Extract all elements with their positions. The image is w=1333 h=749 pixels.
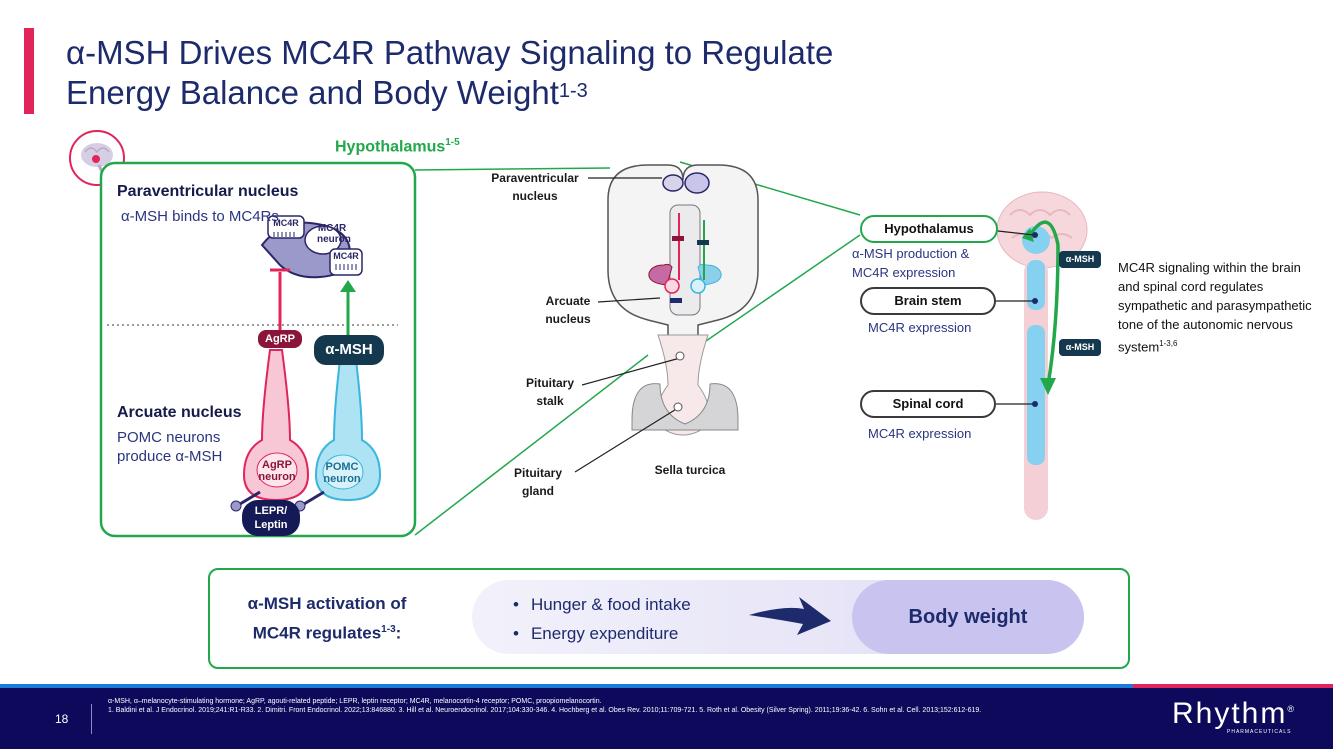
gland-callout-label: Pituitary gland — [513, 466, 562, 498]
mc4r-receptor-label-1: MC4R — [273, 218, 299, 228]
hypothalamus-pill: Hypothalamus — [860, 215, 998, 243]
agrp-tag — [258, 330, 302, 348]
amsh-tag — [314, 335, 384, 365]
descending-arrowhead — [1040, 378, 1056, 395]
spinal-cord-pill: Spinal cord — [860, 390, 996, 418]
arcuate-heading: Arcuate nucleus — [117, 404, 242, 421]
lepr-tag — [242, 500, 300, 536]
effect-item: Hunger & food intake — [513, 590, 691, 619]
stalk-marker — [675, 351, 685, 361]
zoom-line-right-bottom — [689, 234, 861, 353]
abbreviations: α-MSH, α–melanocyte-stimulating hormone;… — [108, 698, 602, 705]
mc4r-neuron-graphic — [260, 215, 363, 279]
hypothalamus-dot — [1032, 232, 1038, 238]
footer — [0, 688, 1333, 749]
zoom-line-top — [414, 167, 611, 171]
pvn-description: α-MSH binds to MC4Rs — [121, 208, 279, 225]
amsh-right-label-1: α-MSH — [1065, 254, 1095, 264]
brainstem-dot — [1032, 298, 1038, 304]
stalk-callout-label: Pituitary stalk — [525, 376, 574, 408]
hypothalamus-title: Hypothalamus1-5 — [335, 137, 460, 156]
spinal-cord-subtext: MC4R expression — [868, 426, 972, 441]
lepr-label: LEPR/ Leptin — [254, 505, 288, 531]
footer-references: α-MSH, α–melanocyte-stimulating hormone;… — [108, 697, 1118, 715]
activation-heading: α-MSH activation of MC4R regulates1-3: — [247, 594, 407, 643]
arrow-icon — [749, 597, 831, 635]
hypothalamus-cross-section — [607, 164, 759, 436]
title-superscript: 1-3 — [558, 80, 588, 102]
pomc-neuron-label: POMC neuron — [323, 461, 361, 485]
brainstem-pill: Brain stem — [860, 287, 996, 315]
hypothalamus-subtext: α-MSH production & MC4R expression — [852, 246, 970, 280]
agrp-label: AgRP — [265, 333, 295, 345]
amsh-tag-right-1 — [1059, 251, 1101, 268]
descending-signal-arrow — [1028, 220, 1060, 386]
amsh-right-label-2: α-MSH — [1065, 342, 1095, 352]
activation-arrowhead — [340, 280, 356, 292]
mc4r-neuron-label: MC4R neuron — [317, 223, 351, 245]
body-weight-outcome: Body weight — [852, 580, 1084, 654]
pvn-callout-label: Paraventricular nucleus — [491, 171, 579, 203]
middle-callout-lines — [574, 177, 681, 473]
brain-spinal-cord-graphic — [996, 191, 1088, 520]
pvn-heading: Paraventricular nucleus — [117, 183, 299, 200]
sella-label: Sella turcica — [654, 463, 726, 477]
loop-arrowhead — [1022, 228, 1034, 242]
effects-list: Hunger & food intake Energy expenditure — [513, 590, 691, 648]
footer-divider — [91, 704, 92, 734]
logo-subtitle: PHARMACEUTICALS — [1227, 729, 1292, 735]
title-line-2: Energy Balance and Body Weight1-3 — [66, 74, 588, 111]
page-number: 18 — [55, 712, 69, 726]
amsh-tag-right-2 — [1059, 339, 1101, 356]
title-accent-bar — [24, 28, 34, 114]
zoom-line-bottom — [414, 354, 649, 536]
effect-item: Energy expenditure — [513, 619, 691, 648]
spinal-dot — [1032, 401, 1038, 407]
gland-marker — [673, 402, 683, 412]
brainstem-subtext: MC4R expression — [868, 320, 972, 335]
mc4r-receptor-label-2: MC4R — [333, 251, 359, 261]
mc4r-signaling-text: MC4R signaling within the brain and spin… — [1118, 260, 1312, 355]
title-line-1: α-MSH Drives MC4R Pathway Signaling to R… — [66, 34, 834, 71]
page-title: α-MSH Drives MC4R Pathway Signaling to R… — [66, 33, 1166, 113]
footer-accent-line — [0, 684, 1333, 688]
arcuate-description: POMC neurons produce α-MSH — [117, 429, 223, 465]
rhythm-logo: Rhythm® — [1172, 697, 1296, 730]
amsh-label: α-MSH — [325, 341, 373, 358]
arcuate-callout-label: Arcuate nucleus — [545, 294, 591, 326]
references: 1. Baldini et al. J Endocrinol. 2019;241… — [108, 707, 982, 714]
agrp-neuron-label: AgRP neuron — [258, 459, 296, 483]
